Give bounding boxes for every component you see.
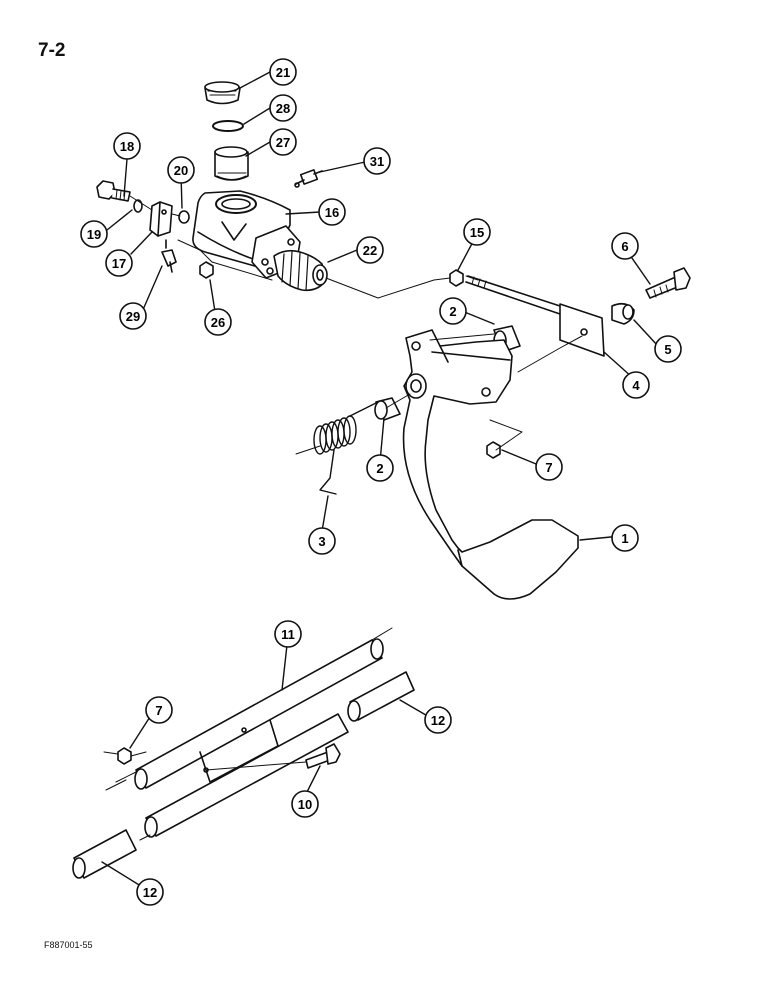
callout-label: 18 [120, 139, 134, 154]
callout-label: 6 [621, 239, 628, 254]
callout-label: 2 [376, 461, 383, 476]
brake-pedal-drawing [402, 329, 579, 600]
callout-12-right: 12 [424, 706, 452, 734]
callout-19: 19 [80, 220, 108, 248]
callout-26: 26 [204, 308, 232, 336]
callout-31: 31 [363, 147, 391, 175]
callout-12-left: 12 [136, 878, 164, 906]
bushing-drawing-3 [374, 397, 401, 421]
washer-drawing-2 [178, 210, 190, 224]
callout-label: 17 [112, 256, 126, 271]
callout-label: 7 [155, 703, 162, 718]
reservoir-insert-drawing [214, 146, 249, 181]
callout-29: 29 [119, 302, 147, 330]
callout-label: 12 [431, 713, 445, 728]
callout-22: 22 [356, 236, 384, 264]
callout-17: 17 [105, 249, 133, 277]
callout-7-bottom: 7 [145, 696, 173, 724]
callout-15: 15 [463, 218, 491, 246]
callout-label: 15 [470, 225, 484, 240]
bleeder-drawing [161, 239, 177, 273]
assembly-lines-2 [103, 751, 307, 771]
banjo-fitting-drawing [149, 201, 173, 237]
callout-label: 16 [325, 205, 339, 220]
banjo-bolt-drawing [96, 180, 131, 202]
callout-10: 10 [291, 790, 319, 818]
callout-label: 4 [632, 378, 640, 393]
callout-18: 18 [113, 132, 141, 160]
bolt-drawing-2 [305, 743, 341, 769]
callout-2-top: 2 [439, 297, 467, 325]
callout-label: 22 [363, 243, 377, 258]
callout-label: 20 [174, 163, 188, 178]
nut-drawing [199, 261, 214, 279]
page-number: 7-2 [38, 40, 66, 61]
callout-label: 10 [298, 797, 312, 812]
nut-drawing-2 [449, 269, 464, 287]
callouts: 21 28 27 31 18 20 16 19 17 22 29 26 15 6… [80, 58, 682, 906]
sleeve-drawing-2 [72, 829, 137, 879]
callout-7-top: 7 [535, 453, 563, 481]
callout-label: 12 [143, 885, 157, 900]
nut-drawing-4 [117, 747, 132, 765]
callout-label: 19 [87, 227, 101, 242]
o-ring-drawing [212, 120, 244, 132]
callout-16: 16 [318, 198, 346, 226]
callout-4: 4 [622, 371, 650, 399]
bushing-drawing [611, 302, 635, 325]
washer-drawing [133, 199, 143, 213]
callout-label: 5 [664, 342, 671, 357]
callout-27: 27 [269, 128, 297, 156]
callout-label: 28 [276, 101, 290, 116]
cross-shaft-drawing [105, 627, 393, 841]
reservoir-cap-drawing [204, 81, 241, 105]
figure-code: F887001-55 [44, 940, 93, 950]
callout-label: 26 [211, 315, 225, 330]
callout-5: 5 [654, 335, 682, 363]
callout-11: 11 [274, 620, 302, 648]
callout-label: 11 [281, 627, 295, 642]
assembly-lines [129, 195, 583, 455]
callout-label: 7 [545, 460, 552, 475]
callout-2-bottom: 2 [366, 454, 394, 482]
fitting-drawing [294, 169, 323, 188]
callout-6: 6 [611, 232, 639, 260]
callout-3: 3 [308, 527, 336, 555]
callout-1: 1 [611, 524, 639, 552]
callout-20: 20 [167, 156, 195, 184]
master-cylinder-drawing [192, 190, 328, 292]
return-spring-drawing [313, 401, 379, 495]
callout-label: 2 [449, 304, 456, 319]
callout-label: 1 [621, 531, 628, 546]
callout-21: 21 [269, 58, 297, 86]
nut-drawing-3 [486, 441, 501, 459]
callout-label: 31 [370, 154, 384, 169]
sleeve-drawing [347, 671, 415, 722]
pushrod-drawing [465, 275, 605, 357]
callout-label: 21 [276, 65, 290, 80]
callout-label: 3 [318, 534, 325, 549]
bolt-drawing [645, 267, 691, 299]
callout-label: 29 [126, 309, 140, 324]
callout-28: 28 [269, 94, 297, 122]
callout-label: 27 [276, 135, 290, 150]
